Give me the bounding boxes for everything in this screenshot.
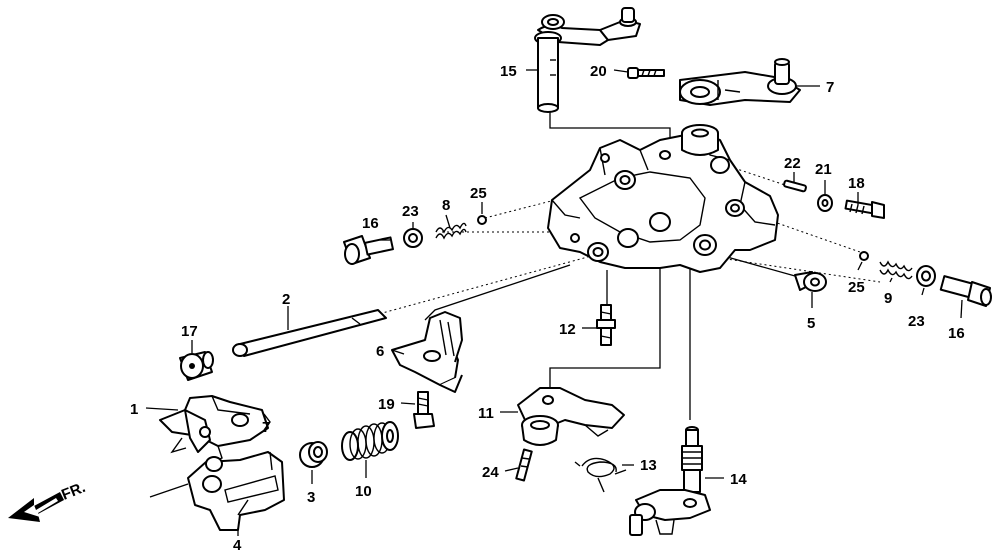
part-25-ball-left (477, 215, 487, 225)
part-4-shift-plate (187, 451, 285, 531)
part-15-pivot-shaft (534, 7, 641, 113)
part-3-washer (299, 441, 328, 468)
part-8-spring (435, 222, 467, 240)
front-direction-arrow: FR. (8, 479, 88, 522)
callout-14: 14 (730, 471, 747, 488)
callout-20: 20 (590, 63, 607, 80)
part-9-spring (879, 260, 913, 280)
callout-18: 18 (848, 175, 865, 192)
callout-16b: 16 (948, 325, 965, 342)
callout-16a: 16 (362, 215, 379, 232)
part-13-torsion-spring (574, 457, 627, 493)
part-20-bolt (627, 67, 665, 79)
part-18-bolt (844, 199, 885, 219)
part-16-plug-bolt-left (343, 235, 394, 265)
callout-17: 17 (181, 323, 198, 340)
callout-1: 1 (130, 401, 138, 418)
callout-10: 10 (355, 483, 372, 500)
part-11-selector-arm (517, 387, 625, 446)
part-17-plug (179, 351, 214, 381)
part-10-coil-spring (341, 421, 399, 461)
callout-6: 6 (376, 343, 384, 360)
part-7-upper-lever (679, 58, 801, 106)
callout-19: 19 (378, 396, 395, 413)
callout-9: 9 (884, 290, 892, 307)
part-22-pin (783, 179, 807, 193)
callout-23a: 23 (402, 203, 419, 220)
part-21-washer (817, 194, 833, 212)
callout-21: 21 (815, 161, 832, 178)
part-23-washer-left (403, 228, 423, 248)
callout-labels: 15 20 7 22 21 18 25 23 8 16 25 9 23 16 5… (130, 63, 965, 554)
part-25-ball-right (859, 251, 869, 261)
callout-12: 12 (559, 321, 576, 338)
direction-label: FR. (59, 479, 88, 504)
callout-23b: 23 (908, 313, 925, 330)
part-24-pin (515, 448, 533, 482)
callout-4: 4 (233, 537, 242, 554)
part-2-shift-rod (232, 309, 387, 357)
callout-7a: 7 (826, 79, 834, 96)
callout-7b: 7 (262, 419, 270, 436)
part-6-shift-fork (391, 311, 463, 393)
part-1-shift-block (159, 395, 271, 463)
part-19-bolt (413, 391, 435, 429)
shift-housing (547, 124, 779, 273)
callout-22: 22 (784, 155, 801, 172)
callout-leaders (145, 69, 963, 536)
part-5-plug (794, 271, 827, 292)
callout-24: 24 (482, 464, 499, 481)
part-23-washer-right (916, 265, 936, 287)
callout-11: 11 (478, 405, 494, 422)
callout-25b: 25 (848, 279, 865, 296)
part-14-selector-shaft (629, 426, 711, 536)
part-12-stud (596, 304, 616, 346)
callout-25a: 25 (470, 185, 487, 202)
callout-8: 8 (442, 197, 450, 214)
callout-5: 5 (807, 315, 815, 332)
callout-15: 15 (500, 63, 517, 80)
callout-2: 2 (282, 291, 290, 308)
callout-13: 13 (640, 457, 657, 474)
part-16-plug-bolt-right (939, 275, 992, 307)
callout-3: 3 (307, 489, 315, 506)
